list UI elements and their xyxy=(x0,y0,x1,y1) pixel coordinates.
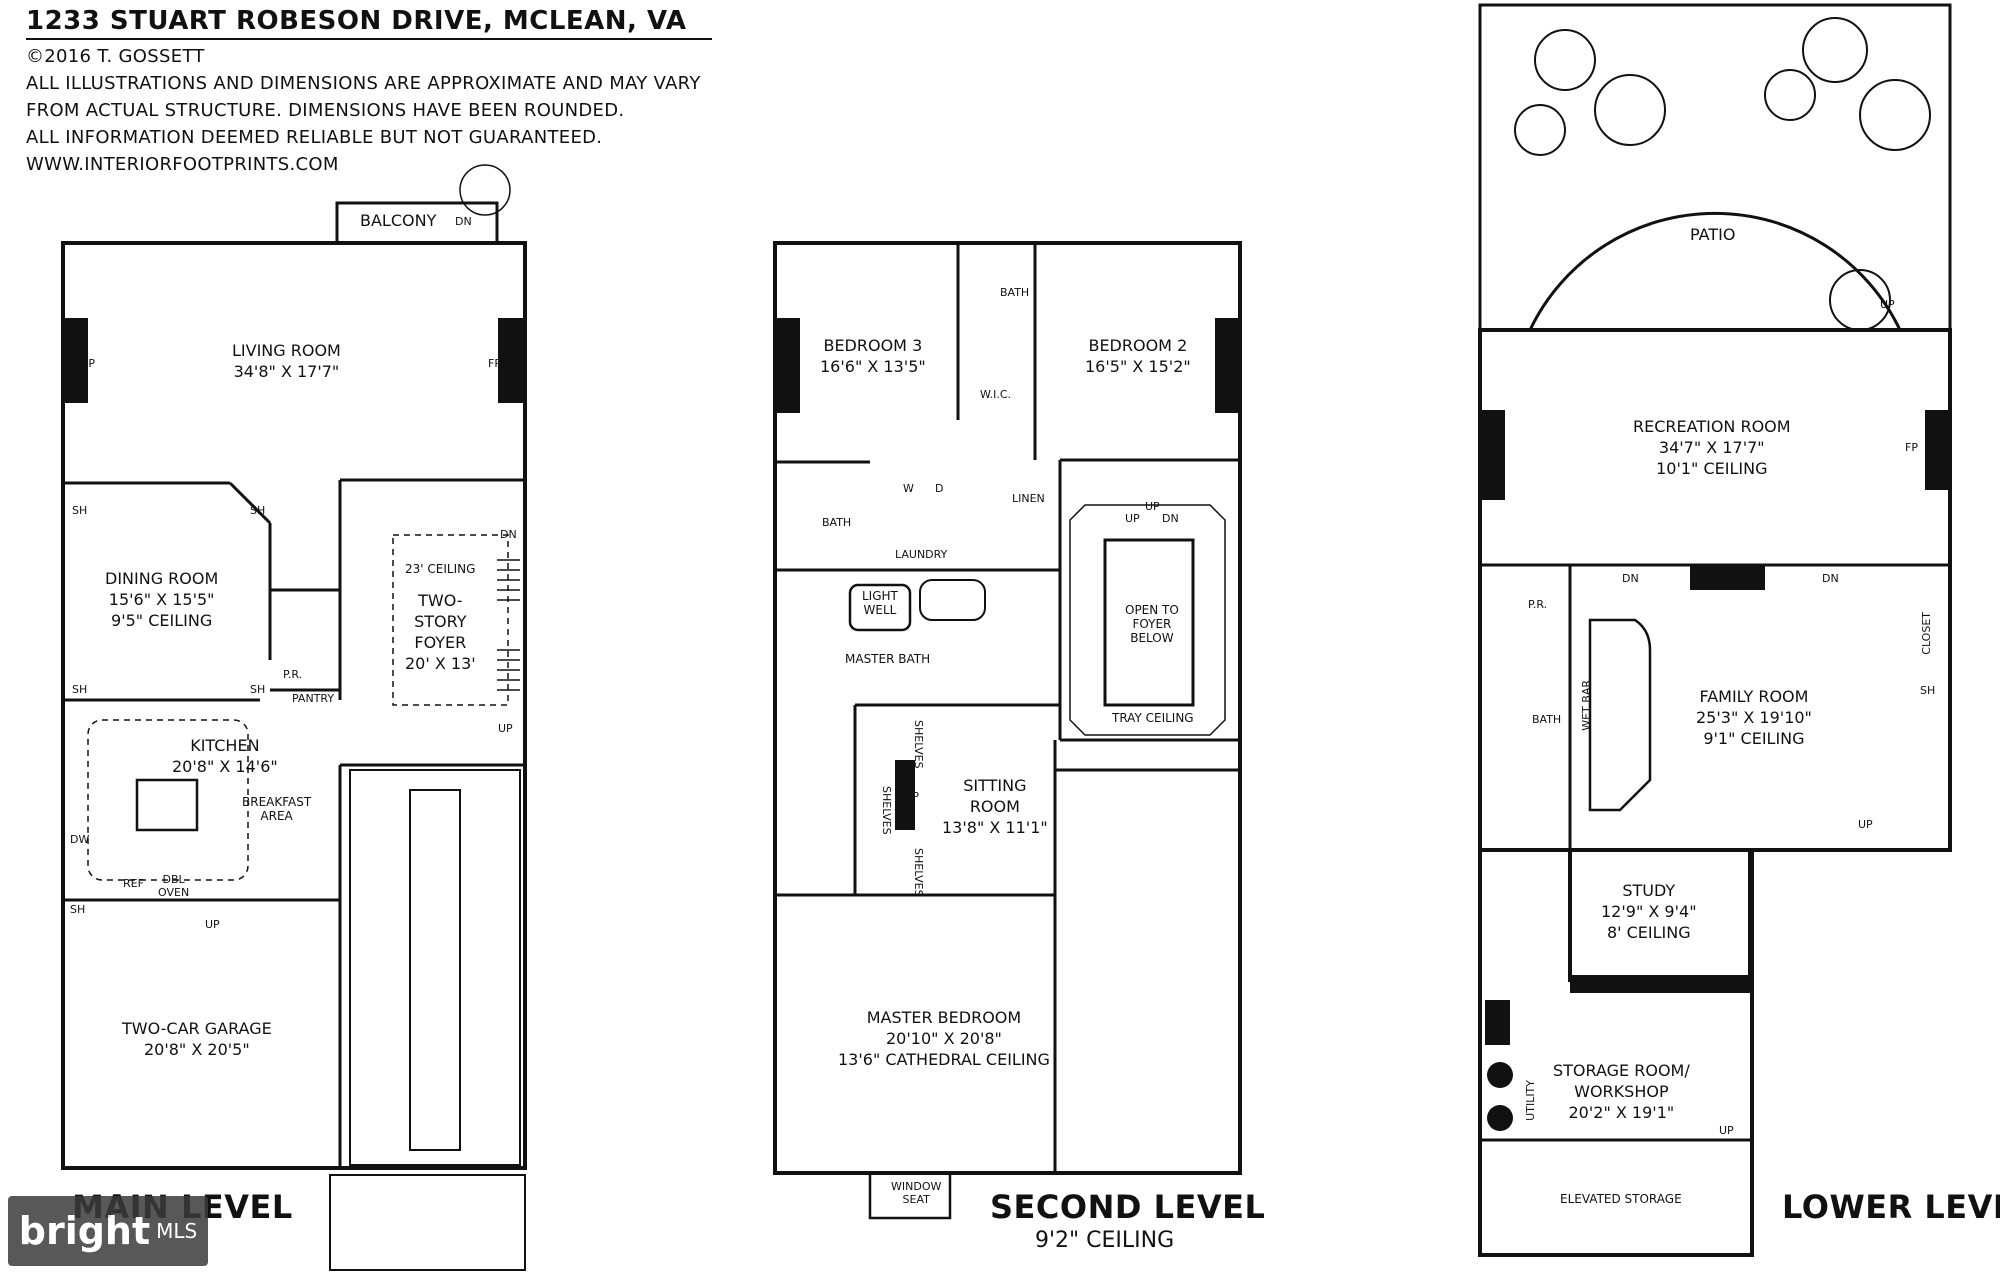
garage-label: TWO-CAR GARAGE 20'8" X 20'5" xyxy=(122,1019,272,1059)
living-room-label: LIVING ROOM 34'8" X 17'7" xyxy=(232,341,341,381)
title-divider xyxy=(26,38,712,40)
powder-room-label: P.R. xyxy=(1528,598,1548,611)
family-room-label: FAMILY ROOM 25'3" X 19'10" 9'1" CEILING xyxy=(1696,687,1812,748)
shower-label: SH xyxy=(250,683,266,696)
stairs-up-label: UP xyxy=(1719,1124,1734,1137)
foyer-ceiling-label: 23' CEILING xyxy=(405,562,476,576)
dryer-label: D xyxy=(935,482,944,495)
foyer-ceiling-outline xyxy=(392,534,509,706)
patio-trees xyxy=(1514,17,1931,156)
dishwasher-label: DW xyxy=(70,833,90,846)
master-bedroom-label: MASTER BEDROOM 20'10" X 20'8" 13'6" CATH… xyxy=(838,1008,1050,1069)
shower-label: SH xyxy=(70,903,86,916)
fireplace-label: FP xyxy=(488,357,501,370)
stairs-down-label: DN xyxy=(1162,512,1179,525)
kitchen-counter-outline xyxy=(87,719,249,881)
copyright-text: ©2016 T. GOSSETT xyxy=(26,46,205,67)
main-level-stairs xyxy=(459,164,520,691)
stairs-up-label: UP xyxy=(1145,500,1160,513)
stairs-up-label: UP xyxy=(1880,298,1895,311)
disclaimer-line-1: ALL ILLUSTRATIONS AND DIMENSIONS ARE APP… xyxy=(26,73,701,94)
stairs-down-label: DN xyxy=(1822,572,1839,585)
pantry-label: PANTRY xyxy=(292,692,335,705)
lower-level-heading: LOWER LEVEL xyxy=(1782,1188,2000,1226)
spiral-stair xyxy=(1829,269,1891,331)
patio-arc xyxy=(1528,211,1902,331)
wet-bar-label: WET BAR xyxy=(1580,680,1593,731)
shower-label: SH xyxy=(72,683,88,696)
website-text: WWW.INTERIORFOOTPRINTS.COM xyxy=(26,154,339,175)
stairs-up-label: UP xyxy=(1858,818,1873,831)
kitchen-island xyxy=(135,778,199,832)
bath-label: BATH xyxy=(1000,286,1030,299)
study-label: STUDY 12'9" X 9'4" 8' CEILING xyxy=(1601,881,1697,942)
second-level-ceiling: 9'2" CEILING xyxy=(1035,1228,1175,1253)
master-tub xyxy=(919,579,986,621)
stairs-up-label: UP xyxy=(205,918,220,931)
disclaimer-line-2: FROM ACTUAL STRUCTURE. DIMENSIONS HAVE B… xyxy=(26,100,625,121)
fireplace-label: FP xyxy=(1905,441,1918,454)
shower-label: SH xyxy=(250,504,266,517)
sitting-room-label: SITTING ROOM 13'8" X 11'1" xyxy=(942,776,1048,837)
bedroom-2-label: BEDROOM 2 16'5" X 15'2" xyxy=(1085,336,1191,376)
open-to-foyer-void xyxy=(1103,538,1195,707)
shelves-label: SHELVES xyxy=(880,786,893,835)
walk-in-closet-label: W.I.C. xyxy=(980,388,1012,401)
breakfast-area-label: BREAKFAST AREA xyxy=(242,795,312,823)
main-level-walls xyxy=(61,201,527,1170)
lower-level-walls xyxy=(1478,3,1952,1257)
disclaimer-line-3: ALL INFORMATION DEEMED RELIABLE BUT NOT … xyxy=(26,127,603,148)
shelves-label: SHELVES xyxy=(912,848,925,897)
tray-ceiling-label: TRAY CEILING xyxy=(1112,711,1194,725)
laundry-label: LAUNDRY xyxy=(895,548,948,561)
stairs-up-label: UP xyxy=(498,722,513,735)
recreation-room-label: RECREATION ROOM 34'7" X 17'7" 10'1" CEIL… xyxy=(1633,417,1791,478)
bath-label: BATH xyxy=(1532,713,1562,726)
main-level-walkway xyxy=(329,769,526,1271)
shelves-label: SHELVES xyxy=(912,720,925,769)
second-level-heading: SECOND LEVEL xyxy=(990,1188,1266,1226)
kitchen-label: KITCHEN 20'8" X 14'6" xyxy=(172,736,278,776)
utility-label: UTILITY xyxy=(1524,1080,1537,1121)
stairs-down-label: DN xyxy=(1622,572,1639,585)
wet-bar-counter xyxy=(1588,618,1652,812)
property-address-title: 1233 STUART ROBESON DRIVE, MCLEAN, VA xyxy=(26,6,687,36)
shower-label: SH xyxy=(72,504,88,517)
fireplace-label: FP xyxy=(82,357,95,370)
tray-ceiling-outline xyxy=(1069,504,1226,736)
solid-masonry xyxy=(63,318,1950,1131)
window-seat-label: WINDOW SEAT xyxy=(891,1180,942,1206)
dining-room-label: DINING ROOM 15'6" X 15'5" 9'5" CEILING xyxy=(105,569,219,630)
balcony-down-label: DN xyxy=(455,215,472,228)
refrigerator-label: REF xyxy=(123,877,144,890)
stairs-down-label: DN xyxy=(500,528,517,541)
patio-label: PATIO xyxy=(1690,225,1736,244)
master-bath-label: MASTER BATH xyxy=(845,652,931,666)
double-oven-label: DBL OVEN xyxy=(158,873,190,899)
second-level-walls xyxy=(773,241,1242,1175)
light-well-label: LIGHT WELL xyxy=(862,589,898,617)
shower-label: SH xyxy=(1920,684,1936,697)
fireplace-label: FP xyxy=(906,790,919,803)
window-seat xyxy=(868,1171,952,1220)
foyer-label: TWO- STORY FOYER 20' X 13' xyxy=(405,591,476,673)
closet-label: CLOSET xyxy=(1920,612,1933,655)
light-well xyxy=(848,583,912,632)
washer-label: W xyxy=(903,482,914,495)
elevated-storage-label: ELEVATED STORAGE xyxy=(1560,1192,1682,1206)
balcony-label: BALCONY xyxy=(360,211,437,230)
stairs-up-label: UP xyxy=(1125,512,1140,525)
open-to-foyer-label: OPEN TO FOYER BELOW xyxy=(1125,603,1179,645)
bath-label: BATH xyxy=(822,516,852,529)
linen-closet-label: LINEN xyxy=(1012,492,1045,505)
storage-room-label: STORAGE ROOM/ WORKSHOP 20'2" X 19'1" xyxy=(1553,1061,1690,1122)
bedroom-3-label: BEDROOM 3 16'6" X 13'5" xyxy=(820,336,926,376)
powder-room-label: P.R. xyxy=(283,668,303,681)
